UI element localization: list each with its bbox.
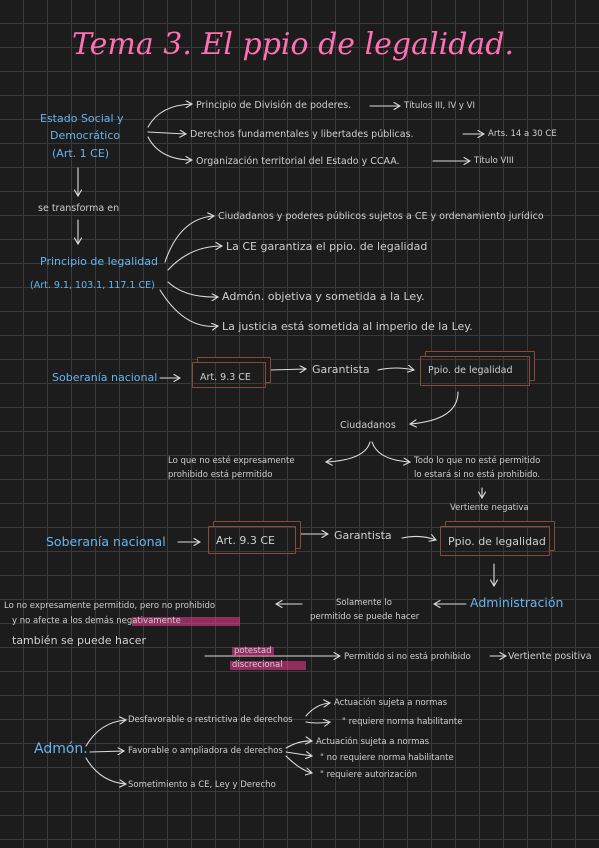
arrow-art-guar	[269, 369, 306, 370]
article-label: Art. 9.3 CE	[200, 372, 251, 383]
arrow-admon-fav	[89, 751, 124, 752]
garantista-label-2: Garantista	[334, 529, 392, 542]
ppio-box	[420, 356, 530, 386]
admon-label: Admón.	[34, 741, 88, 757]
arrow-cons-3	[167, 281, 218, 297]
left-rule-line1: Lo que no esté expresamente	[168, 456, 295, 466]
garantista-label: Garantista	[312, 363, 370, 376]
desfav-result-2: " requiere norma habilitante	[342, 717, 463, 727]
arrow-ppio-ciud	[410, 391, 459, 424]
page-title: Tema 3. El ppio de legalidad.	[72, 27, 515, 62]
principle-articles: (Art. 9.1, 103.1, 117.1 CE)	[30, 280, 155, 291]
solamente-line2: permitido se puede hacer	[310, 612, 420, 622]
arrow-desfav-up	[305, 703, 330, 717]
arrow-fav-3	[285, 755, 312, 773]
consequence-3: Admón. objetiva y sometida a la Ley.	[222, 290, 425, 303]
potestad-label: potestad	[234, 646, 272, 656]
principle-legalidad: Principio de legalidad	[40, 255, 158, 268]
arrow-guar2-ppio	[401, 536, 436, 540]
admin-left-line2: y no afecte a los demás negativamente	[12, 616, 181, 626]
article-box-2	[208, 526, 296, 554]
arrow-desfav-down	[305, 722, 330, 723]
arrow-fav-2	[285, 752, 312, 756]
ppio-label-2: Ppio. de legalidad	[448, 535, 546, 548]
ref-titulos: Títulos III, IV y VI	[404, 101, 475, 111]
soberania-label-2: Soberanía nacional	[46, 534, 166, 549]
estado-social-line2: Democrático	[50, 129, 121, 142]
highlight-potestad	[232, 647, 274, 656]
branch-desfavorable: Desfavorable o restrictiva de derechos	[128, 715, 293, 725]
arrow-ciud-right	[371, 441, 410, 462]
soberania-label: Soberanía nacional	[52, 371, 158, 384]
left-rule-line2: prohibido está permitido	[168, 470, 273, 480]
fav-result-1: Actuación sujeta a normas	[316, 737, 430, 747]
administracion-label: Administración	[470, 595, 564, 610]
solamente-line1: Solamente lo	[336, 598, 392, 608]
vertiente-negativa: Vertiente negativa	[450, 503, 529, 513]
estado-social-line3: (Art. 1 CE)	[52, 147, 110, 160]
arrow-to-organizacion	[147, 136, 192, 160]
arrow-to-division	[147, 104, 192, 128]
ppio-label: Ppio. de legalidad	[428, 365, 513, 376]
arrow-cons-1	[164, 216, 214, 263]
arrow-to-derechos	[147, 132, 186, 134]
arrow-guar-ppio	[377, 368, 414, 370]
branch-division: Principio de División de poderes.	[196, 100, 352, 111]
ref-titulo8: Título VIII	[474, 156, 514, 166]
admin-left-line1: Lo no expresamente permitido, pero no pr…	[4, 601, 216, 611]
estado-social-line1: Estado Social y	[40, 112, 124, 125]
desfav-result-1: Actuación sujeta a normas	[334, 698, 448, 708]
permitido-label: Permitido si no está prohibido	[344, 652, 471, 662]
consequence-2: La CE garantiza el ppio. de legalidad	[226, 240, 428, 253]
fav-result-3: " requiere autorización	[320, 770, 418, 780]
arrow-fav-1	[285, 741, 312, 749]
ciudadanos-label: Ciudadanos	[340, 420, 396, 431]
consequence-1: Ciudadanos y poderes públicos sujetos a …	[218, 211, 544, 222]
highlight-negativamente	[132, 617, 240, 626]
article-box	[192, 362, 266, 388]
highlight-discrecional	[230, 661, 306, 670]
branch-organizacion: Organización territorial del Estado y CC…	[196, 156, 400, 167]
arrow-cons-4	[159, 289, 218, 326]
ref-arts: Arts. 14 a 30 CE	[488, 129, 557, 139]
transform-label: se transforma en	[38, 203, 120, 214]
right-rule-line1: Todo lo que no esté permitido	[414, 456, 541, 466]
arrow-ciud-left	[326, 441, 371, 462]
branch-sometimiento: Sometimiento a CE, Ley y Derecho	[128, 780, 276, 790]
arrow-admon-somet	[85, 757, 126, 784]
vertiente-positiva: Vertiente positiva	[508, 651, 592, 662]
branch-derechos: Derechos fundamentales y libertades públ…	[190, 129, 414, 140]
fav-result-2: " no requiere norma habilitante	[320, 753, 454, 763]
right-rule-line2: lo estará si no está prohibido.	[414, 470, 541, 480]
arrow-cons-2	[167, 246, 222, 271]
article-label-2: Art. 9.3 CE	[216, 534, 275, 547]
arrow-admon-desfav	[85, 720, 126, 747]
admin-left-line3: también se puede hacer	[12, 634, 147, 647]
ppio-box-2	[440, 526, 550, 556]
branch-favorable: Favorable o ampliadora de derechos	[128, 746, 283, 756]
discrecional-label: discrecional	[232, 660, 283, 670]
consequence-4: La justicia está sometida al imperio de …	[222, 320, 473, 333]
